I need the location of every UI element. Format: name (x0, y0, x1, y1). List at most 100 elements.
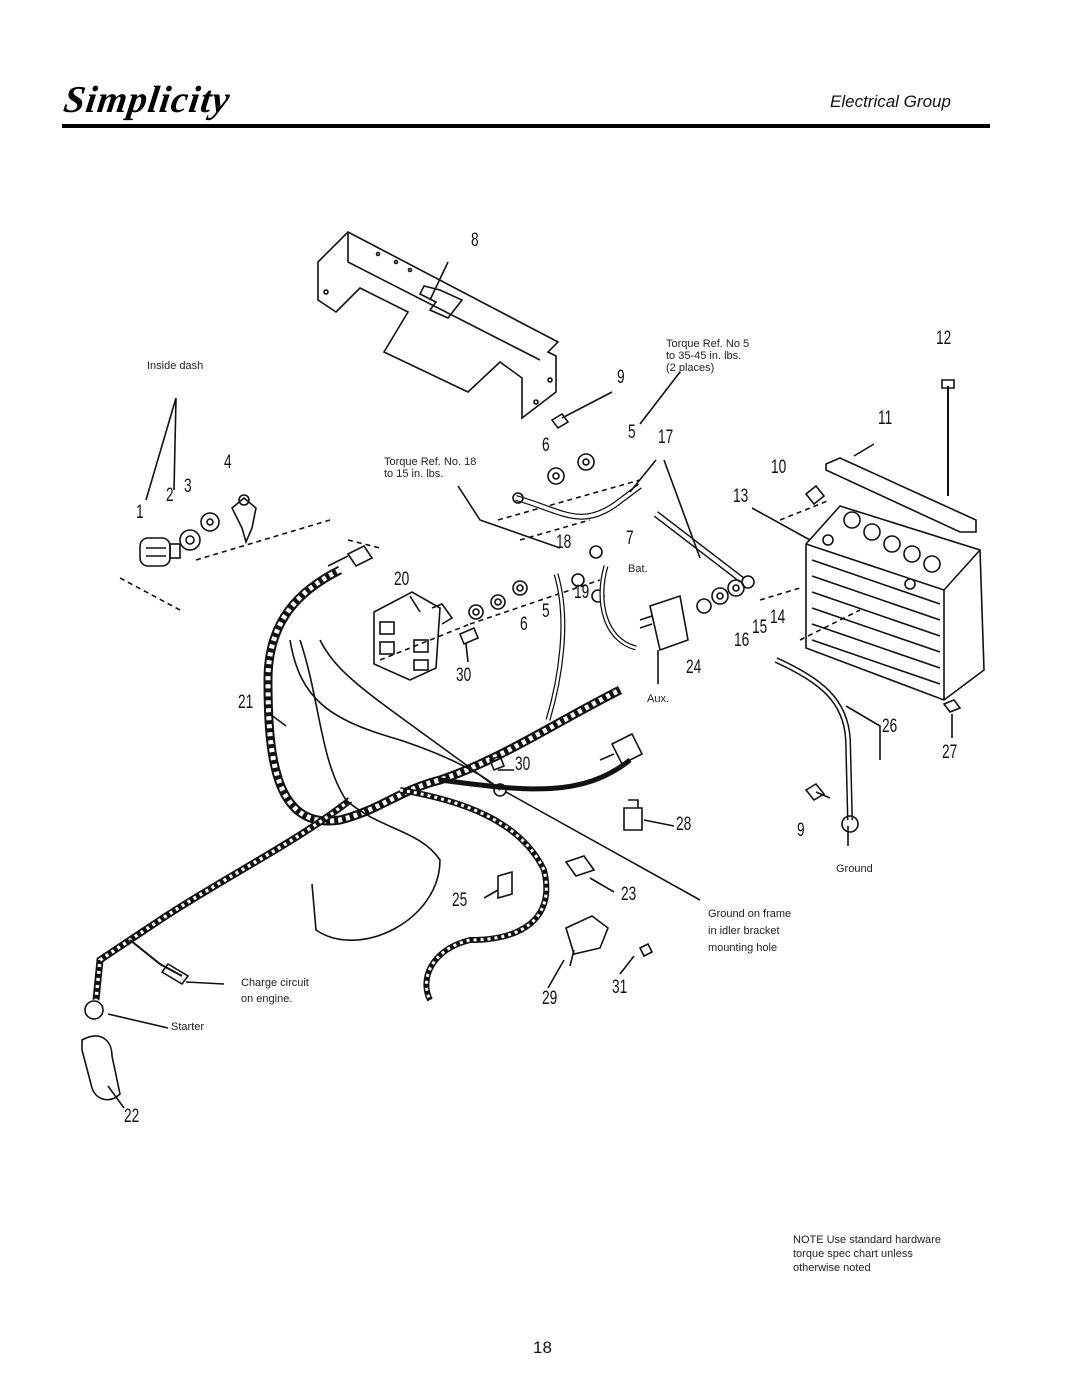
part-number: 2 (166, 485, 174, 506)
part-number: 23 (621, 884, 637, 905)
ground-lug (841, 815, 859, 833)
torque-note-5: Torque Ref. No 5 to 35-45 in. lbs. (2 pl… (666, 338, 750, 374)
part-number: 27 (942, 742, 958, 763)
charge-wire (129, 939, 183, 977)
part-number: 5 (542, 601, 550, 622)
part-number: 30 (456, 665, 472, 686)
part-number: 15 (752, 617, 768, 638)
starter-relay (639, 594, 689, 684)
part-number: 11 (878, 408, 893, 429)
leader-17 (629, 459, 701, 559)
charge-connector (160, 962, 190, 986)
wire-7 (599, 565, 637, 651)
connector-23 (564, 855, 596, 877)
screw-31 (638, 942, 654, 958)
part-number: 29 (542, 988, 558, 1009)
inside-dash-label: Inside dash (147, 360, 204, 372)
part-number: 12 (936, 328, 952, 349)
switch-nut (179, 529, 201, 551)
part-number: 20 (394, 569, 410, 590)
aux-label: Aux. (647, 693, 670, 705)
bolt-10 (804, 484, 826, 506)
starter-terminal (84, 1000, 104, 1020)
part-number: 19 (574, 582, 590, 603)
charge-arrow (185, 981, 225, 985)
part-number: 8 (471, 230, 479, 251)
ground-cable-26 (774, 657, 853, 821)
part-number: 30 (515, 754, 531, 775)
leader-22 (107, 1085, 125, 1109)
ground-label: Ground (836, 863, 873, 875)
bolt-30-upper (458, 626, 480, 663)
washers-14-15-16 (696, 579, 745, 614)
part-number: 26 (882, 716, 898, 737)
part-number: 22 (124, 1106, 140, 1127)
part-number: 16 (734, 630, 750, 651)
fuse-holder-28 (623, 799, 643, 831)
part-number: 6 (542, 435, 550, 456)
part-number: 14 (770, 607, 786, 628)
switch-washer (200, 512, 220, 532)
bolt-9-top (550, 391, 613, 430)
leader-8 (429, 261, 449, 301)
ground-eyelet (493, 783, 507, 797)
leader-13 (751, 507, 811, 541)
ground-leader (505, 791, 701, 901)
bolt-9-lower (804, 782, 831, 802)
part-number: 21 (238, 692, 254, 713)
starter-arrow (107, 1013, 169, 1029)
part-number: 9 (797, 820, 805, 841)
charge-circuit-label: Charge circuit on engine. (241, 977, 309, 1005)
leader-11 (853, 443, 875, 457)
assembly-dash-lines-right (759, 499, 861, 641)
leader-25 (483, 889, 499, 899)
harness-connector (599, 732, 644, 766)
hold-down-bracket (825, 379, 977, 533)
terminal-boot-22 (81, 1035, 121, 1101)
starter-label: Starter (171, 1021, 205, 1033)
part-number: 18 (556, 532, 572, 553)
clip-25 (497, 870, 513, 900)
bolt-30-lower (488, 754, 514, 772)
nut-washer-cluster (468, 453, 605, 620)
battery-cable-17 (512, 483, 755, 589)
leader-20 (409, 595, 421, 613)
part-number: 24 (686, 657, 702, 678)
part-number: 9 (617, 367, 625, 388)
leader-28 (643, 819, 675, 827)
torque-note-18: Torque Ref. No. 18 to 15 in. lbs. (384, 456, 477, 480)
assembly-dash-lines-left (119, 519, 381, 611)
leaders-29-31 (547, 955, 635, 989)
interlock-switch-29 (565, 915, 609, 967)
part-number: 7 (626, 528, 634, 549)
part-number: 25 (452, 890, 468, 911)
nut-27 (942, 699, 962, 738)
part-number: 10 (771, 457, 787, 478)
part-number: 17 (658, 427, 674, 448)
leader-torque-18 (457, 485, 561, 549)
leader-26 (845, 705, 881, 760)
ground-frame-label: Ground on frame in idler bracket mountin… (708, 908, 792, 954)
page-number: 18 (533, 1338, 552, 1357)
header-rule (62, 124, 990, 128)
leader-21 (269, 713, 287, 727)
part-number: 5 (628, 422, 636, 443)
hardware-note: NOTE Use standard hardware torque spec c… (793, 1234, 941, 1274)
leader-23 (589, 877, 615, 893)
assembly-dash-lines-center (379, 479, 641, 661)
part-number: 3 (184, 476, 192, 497)
leader-torque-5 (639, 371, 681, 425)
wiring-harness (92, 544, 632, 1002)
part-number: 1 (136, 502, 144, 523)
part-number: 6 (520, 614, 528, 635)
part-number: 28 (676, 814, 692, 835)
battery (805, 505, 985, 701)
dash-bracket (317, 231, 560, 420)
solenoid (373, 591, 454, 681)
part-number: 13 (733, 486, 749, 507)
ignition-switch (139, 537, 181, 567)
bat-label: Bat. (628, 563, 648, 575)
inside-dash-arrows (145, 397, 177, 501)
section-title: Electrical Group (830, 92, 951, 111)
ignition-key (231, 494, 257, 545)
